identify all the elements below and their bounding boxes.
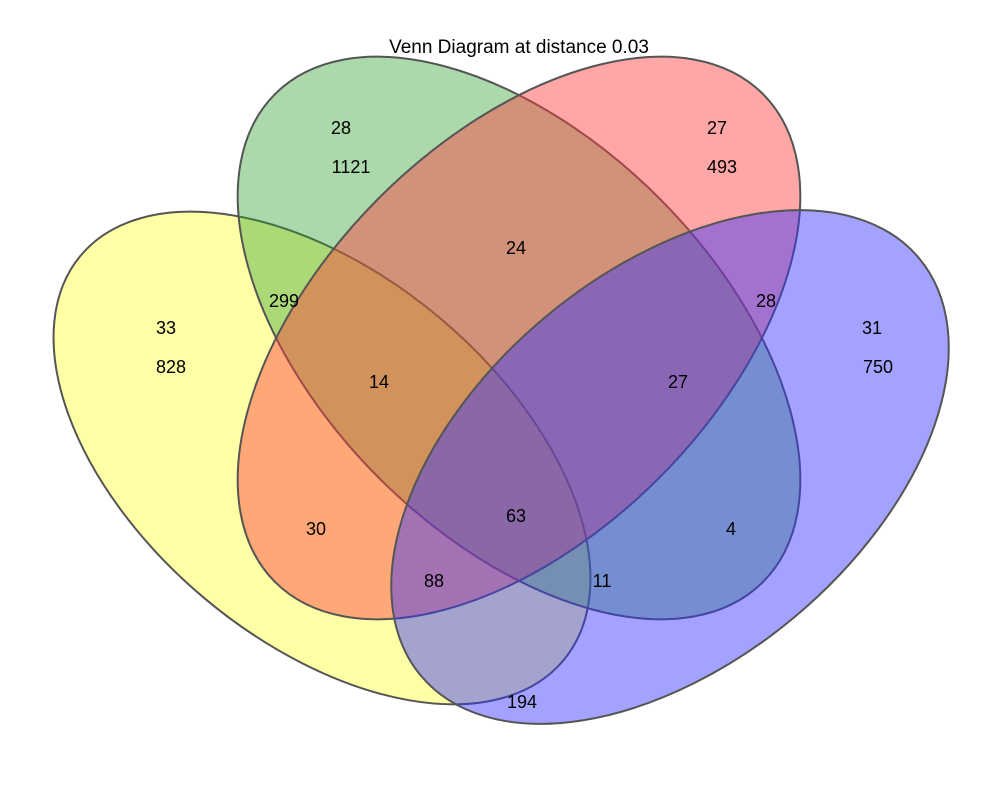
region-green-red-blue: 27 (668, 372, 688, 392)
region-green-only-bottom: 1121 (332, 157, 371, 177)
region-red-only-bottom: 493 (707, 157, 737, 177)
region-red-only-top: 27 (707, 118, 727, 138)
region-green-blue: 4 (726, 519, 736, 539)
region-green-red: 24 (506, 238, 526, 258)
yellow-set-ellipse (52, 210, 592, 706)
red-set-ellipse (236, 55, 802, 621)
blue-set-ellipse (390, 209, 950, 725)
region-blue-only-bottom: 750 (863, 357, 893, 377)
region-yellow-blue: 194 (507, 692, 537, 712)
region-all-four: 63 (506, 506, 526, 526)
region-yellow-green: 299 (269, 291, 299, 311)
region-yellow-green-red: 14 (369, 372, 389, 392)
diagram-title: Venn Diagram at distance 0.03 (389, 37, 649, 58)
region-blue-only-top: 31 (862, 318, 882, 338)
region-yellow-only-top: 33 (156, 318, 176, 338)
region-yellow-red-blue: 88 (424, 571, 444, 591)
region-yellow-only-bottom: 828 (156, 357, 186, 377)
region-yellow-green-blue: 11 (593, 571, 612, 591)
region-green-only-top: 28 (331, 118, 351, 138)
region-red-blue: 28 (756, 291, 776, 311)
region-yellow-red: 30 (306, 519, 326, 539)
